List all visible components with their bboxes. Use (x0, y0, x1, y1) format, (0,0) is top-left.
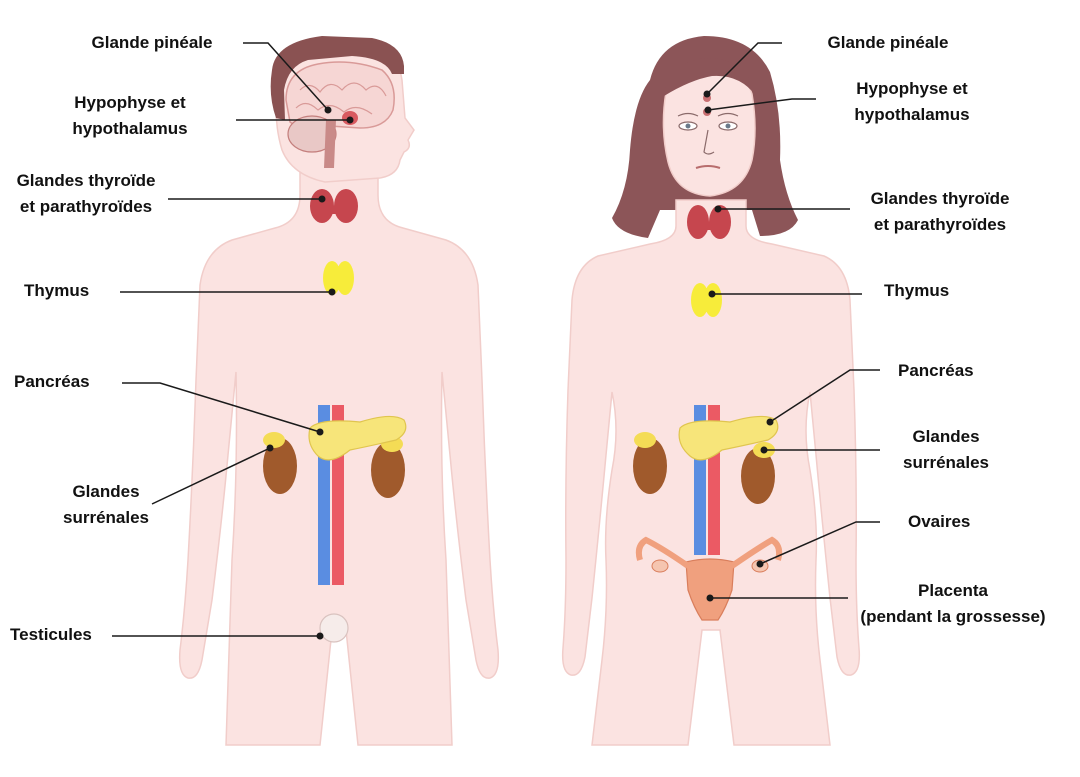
man-pancreas (308, 415, 407, 461)
label-woman-ovaries: Ovaires (908, 512, 971, 531)
label-woman-thyroid-line1: Glandes thyroïde (870, 189, 1010, 208)
label-woman-placenta: Placenta (pendant la grossesse) (848, 578, 1058, 630)
label-woman-pancreas: Pancréas (898, 361, 974, 380)
label-man-thyroid: Glandes thyroïde et parathyroïdes (4, 168, 168, 220)
woman-uterus (685, 558, 735, 621)
man-cerebellum (287, 115, 337, 153)
woman-figure (561, 36, 861, 746)
woman-fallopian-tubes (635, 536, 783, 569)
woman-face-features (677, 112, 739, 169)
man-thyroid (310, 189, 358, 223)
man-hair (270, 36, 404, 120)
label-man-adrenal-line1: Glandes (72, 482, 140, 501)
label-woman-adrenal-line2: surrénales (903, 453, 989, 472)
woman-adrenal-left (634, 432, 656, 448)
label-man-adrenal-line2: surrénales (63, 508, 149, 527)
man-leader-lines (112, 42, 354, 640)
label-woman-hypophysis-line1: Hypophyse et (856, 79, 968, 98)
label-woman-adrenal: Glandes surrénales (896, 424, 996, 476)
label-man-pancreas: Pancréas (14, 372, 90, 391)
woman-pancreas (678, 415, 779, 461)
man-thymus (323, 261, 354, 295)
woman-thymus (691, 283, 722, 317)
man-kidney-left (263, 438, 297, 494)
label-woman-hypophysis: Hypophyse et hypothalamus (840, 76, 984, 128)
label-man-thymus: Thymus (24, 281, 90, 300)
label-woman-placenta-line2: (pendant la grossesse) (860, 607, 1046, 626)
label-man-pineal: Glande pinéale (91, 33, 213, 52)
label-woman-thyroid: Glandes thyroïde et parathyroïdes (858, 186, 1022, 238)
label-man-hypophysis-line1: Hypophyse et (74, 93, 186, 112)
label-man-hypophysis: Hypophyse et hypothalamus (58, 90, 202, 142)
label-man-thyroid-line1: Glandes thyroïde (16, 171, 156, 190)
woman-leader-lines (703, 42, 880, 602)
man-brain-folds (295, 82, 387, 115)
label-woman-placenta-line1: Placenta (918, 581, 988, 600)
woman-kidney-left (633, 438, 667, 494)
label-woman-pineal: Glande pinéale (827, 33, 949, 52)
label-man-hypophysis-line2: hypothalamus (72, 119, 188, 138)
label-man-adrenal: Glandes surrénales (56, 479, 156, 531)
label-man-thyroid-line2: et parathyroïdes (19, 197, 153, 216)
man-adrenal-left (263, 432, 285, 448)
label-woman-adrenal-line1: Glandes (912, 427, 980, 446)
woman-kidney-right (741, 448, 775, 504)
man-testes (319, 613, 349, 643)
label-woman-thyroid-line2: et parathyroïdes (873, 215, 1007, 234)
man-kidney-right (371, 442, 405, 498)
woman-ovary-left (651, 559, 669, 573)
label-woman-thymus: Thymus (884, 281, 950, 300)
man-figure (178, 36, 500, 746)
label-woman-hypophysis-line2: hypothalamus (854, 105, 970, 124)
man-brainstem (324, 120, 336, 168)
woman-thyroid (687, 205, 731, 239)
label-man-testes: Testicules (10, 625, 92, 644)
